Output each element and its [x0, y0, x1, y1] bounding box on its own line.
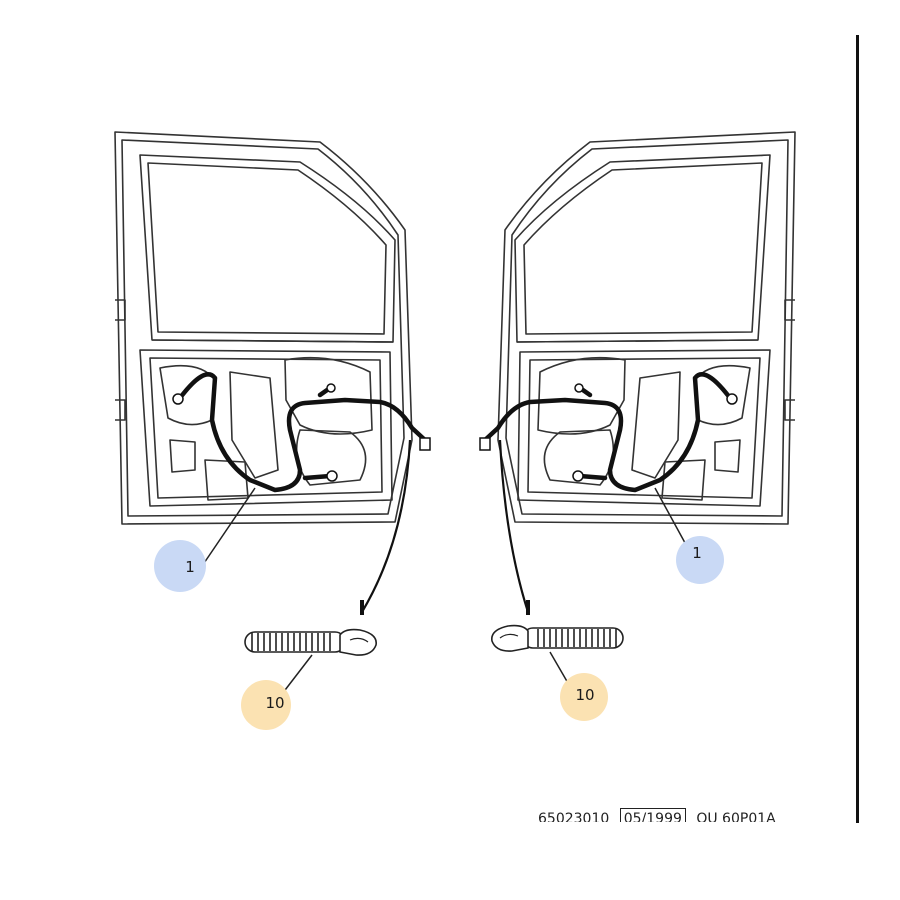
leader-right-harness	[654, 487, 691, 553]
callout-left-grommet: 10	[241, 680, 291, 730]
svg-text:1: 1	[185, 558, 195, 576]
right-grommet	[491, 624, 624, 652]
doc-code: OU 60P01A	[696, 811, 776, 822]
right-harness-connector	[726, 393, 738, 405]
left-harness-connector	[172, 393, 184, 405]
svg-text:10: 10	[575, 686, 594, 704]
left-harness-clip-lower	[326, 470, 338, 482]
leader-left-harness	[197, 487, 256, 573]
frame-border-line	[856, 35, 859, 823]
left-harness-tail	[361, 439, 412, 613]
right-harness-tail	[498, 439, 530, 613]
callout-left-harness: 1	[154, 540, 206, 592]
ref-code: 65023010	[538, 811, 610, 822]
right-harness-plug	[479, 437, 491, 451]
drawing-reference-footer: 65023010 05/1999 OU 60P01A	[538, 808, 858, 822]
svg-text:10: 10	[265, 694, 284, 712]
callout-right-harness: 1	[676, 536, 724, 584]
right-harness-clip-upper	[574, 383, 584, 393]
right-harness-clip-lower	[572, 470, 584, 482]
left-harness-plug	[419, 437, 431, 451]
left-grommet	[244, 628, 377, 656]
ref-date: 05/1999	[619, 808, 686, 822]
left-harness-clip-upper	[326, 383, 336, 393]
svg-text:1: 1	[692, 544, 702, 562]
callout-right-grommet: 10	[560, 673, 608, 721]
right-door	[497, 131, 796, 525]
left-door	[114, 131, 413, 525]
leader-left-grommet	[281, 654, 313, 695]
